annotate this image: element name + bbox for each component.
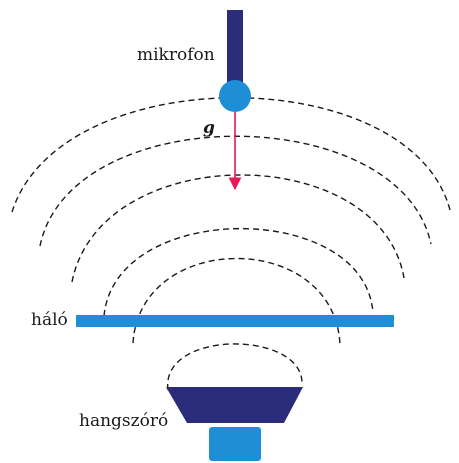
grid-label: háló [31, 310, 68, 330]
microphone-head [219, 80, 251, 112]
vector-g-label: g [203, 118, 215, 138]
microphone-label: mikrofon [137, 45, 215, 65]
grid-bar [76, 315, 394, 327]
wave-arc-3 [103, 227, 374, 317]
wave-arc-4 [71, 174, 405, 283]
speaker-cone [166, 387, 303, 423]
sound-waves [11, 97, 451, 391]
speaker-label: hangszóró [79, 411, 169, 431]
speaker-base [209, 427, 261, 461]
microphone-stem [227, 10, 243, 88]
wave-arc-6 [11, 97, 451, 213]
wave-arc-2 [132, 257, 341, 346]
wave-arc-1 [167, 343, 303, 391]
